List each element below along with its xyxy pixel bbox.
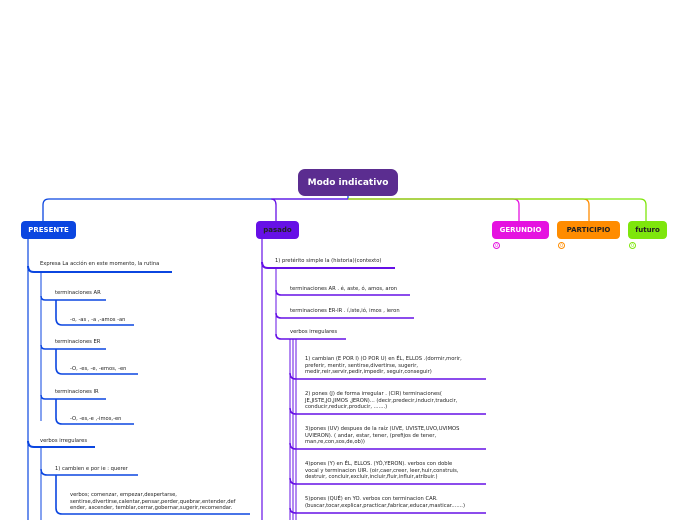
branch-pasado-label: pasado — [263, 226, 292, 234]
pasado-irregular-item-5[interactable]: 5)pones (QUÉ) en YO. verbos con terminac… — [305, 496, 465, 509]
futuro-count-badge[interactable]: 0 — [629, 242, 636, 249]
pasado-item-3-line-2: UVIERON). ( andar, estar, tener, (prefij… — [305, 432, 437, 439]
presente-irregulares-topic[interactable]: verbos irregulares — [40, 438, 88, 444]
presente-er-endings[interactable]: -O, -es, -e, -emos, -en — [70, 366, 127, 372]
presente-verbos-list[interactable]: verbos; comenzar, empezar,despertarse, s… — [70, 492, 236, 512]
branch-futuro[interactable]: futuro — [628, 221, 667, 239]
presente-ir-endings[interactable]: -O, -es,-e ,-imos,-en — [70, 416, 122, 422]
pasado-irregular-item-2[interactable]: 2) pones (J) de forma irregular . (CIR) … — [305, 391, 457, 411]
gerundio-count-badge[interactable]: 0 — [493, 242, 500, 249]
presente-verbos-line-2: sentirse,divertirse,calentar,pensar,perd… — [70, 498, 236, 505]
pasado-item-4-line-3: destruir, concluir,excluir,incluir,fluir… — [305, 474, 438, 480]
presente-ar-topic[interactable]: terminaciones AR — [55, 290, 101, 296]
pasado-irregular-item-4[interactable]: 4)pones (Y) en ÉL, ELLOS. (YÓ,YERON). ve… — [305, 461, 459, 481]
root-title: Modo indicativo — [307, 177, 389, 188]
presente-ir-topic[interactable]: terminaciones IR — [55, 389, 99, 395]
branch-gerundio[interactable]: GERUNDIO — [492, 221, 549, 239]
presente-verbos-line-1: verbos; comenzar, empezar,despertarse, — [70, 492, 177, 498]
root-node-modo-indicativo[interactable]: Modo indicativo — [298, 169, 398, 196]
pasado-irregulares-topic[interactable]: verbos irregulares — [290, 329, 338, 335]
pasado-preterito-topic[interactable]: 1) pretérito simple la (historia)(contex… — [275, 258, 382, 264]
participio-count-badge[interactable]: 0 — [558, 242, 565, 249]
pasado-item-5-line-2: (buscar,tocar,explicar,practicar,fabrica… — [305, 502, 465, 509]
pasado-item-3-line-3: man,re,con,sos,de,ob)) — [305, 439, 365, 445]
branch-participio-label: PARTICIPIO — [566, 226, 611, 234]
pasado-item-1-line-3: medir,reir,servir,pedir,impedir, seguir,… — [305, 369, 432, 375]
pasado-item-4-line-1: 4)pones (Y) en ÉL, ELLOS. (YÓ,YERON). ve… — [305, 461, 453, 467]
branch-gerundio-label: GERUNDIO — [499, 226, 542, 234]
pasado-ar-topic[interactable]: terminaciones AR . é, aste, ó, amos, aro… — [290, 286, 398, 292]
branch-pasado[interactable]: pasado — [256, 221, 299, 239]
pasado-item-3-line-1: 3)pones (UV) despues de la raíz (UVE, UV… — [305, 426, 460, 432]
branch-presente-label: PRESENTE — [28, 226, 69, 234]
pasado-item-2-line-2: JE,JISTE,JO,JIMOS ,JERON)... (decir,pred… — [305, 397, 458, 404]
presente-ar-endings[interactable]: -o, -as , -a ,-amos -an — [70, 317, 126, 323]
presente-verbos-line-3: ender, ascender, temblar,cerrar,gobernar… — [70, 505, 233, 511]
pasado-item-2-line-1: 2) pones (J) de forma irregular . (CIR) … — [305, 391, 442, 397]
pasado-item-2-line-3: conducir,reducir,producir, .......) — [305, 404, 388, 410]
pasado-item-5-line-1: 5)pones (QUÉ) en YO. verbos con terminac… — [305, 496, 438, 502]
pasado-irregular-item-3[interactable]: 3)pones (UV) despues de la raíz (UVE, UV… — [305, 426, 459, 446]
branch-presente[interactable]: PRESENTE — [21, 221, 76, 239]
presente-er-topic[interactable]: terminaciones ER — [55, 339, 101, 345]
branch-futuro-label: futuro — [635, 226, 660, 234]
pasado-irregular-item-1[interactable]: 1) cambian (E POR I) (O POR U) en ÉL, EL… — [305, 356, 462, 376]
pasado-item-1-line-2: preferir, mentir, sentirse,divertirse, s… — [305, 362, 419, 369]
pasado-erir-topic[interactable]: terminaciones ER-IR . í,iste,ió, imos , … — [290, 308, 400, 314]
branch-participio[interactable]: PARTICIPIO — [557, 221, 620, 239]
presente-expresa-topic[interactable]: Expresa La acción en este momento, la ru… — [40, 261, 160, 267]
pasado-item-4-line-2: vocal y terminacion UIR. (oir,caer,creer… — [305, 467, 459, 474]
pasado-item-1-line-1: 1) cambian (E POR I) (O POR U) en ÉL, EL… — [305, 356, 462, 362]
presente-cambien-topic[interactable]: 1) cambien e por ie : querer — [55, 466, 128, 472]
